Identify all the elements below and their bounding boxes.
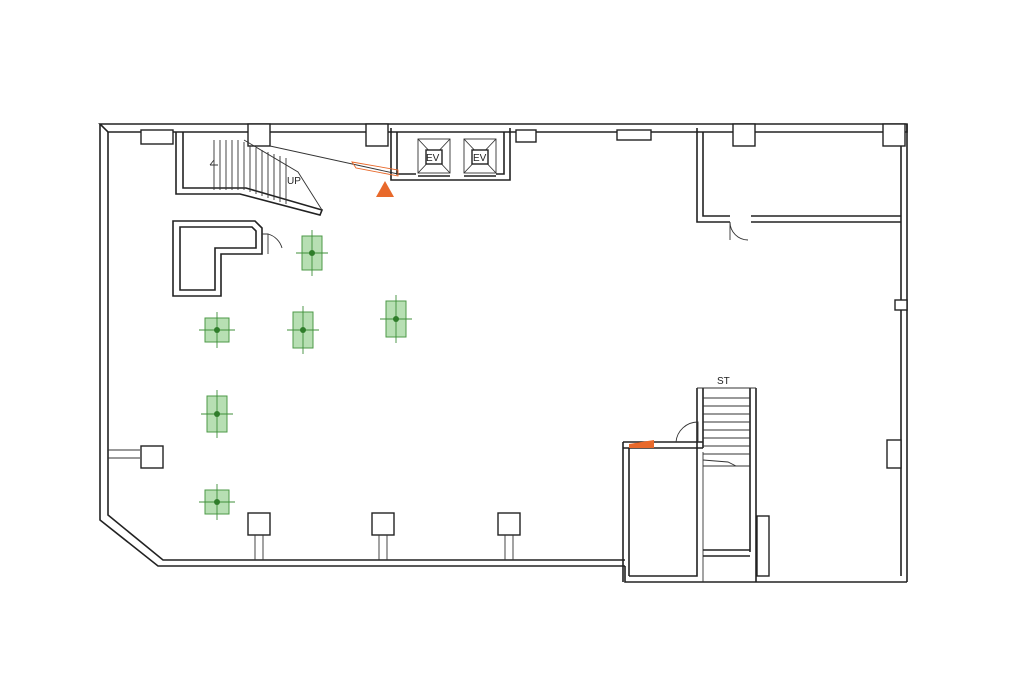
fixture-1: [296, 230, 328, 276]
stair-up-label: UP: [287, 176, 301, 187]
elevator-label-1: EV: [426, 153, 440, 164]
columns: [140, 123, 908, 577]
stair-up: UP: [175, 132, 399, 216]
fixture-3: [287, 306, 319, 354]
fixture-5: [201, 390, 233, 438]
upper-right-room: [616, 123, 906, 241]
outer-walls: [98, 123, 908, 583]
reception-counter: [172, 220, 283, 297]
orange-triangle-icon: [376, 181, 394, 197]
fixture-6: [199, 484, 235, 520]
fixture-2: [380, 295, 412, 343]
stair-st-label: ST: [717, 376, 730, 387]
elevator-core: EV EV: [351, 128, 511, 181]
fixture-4: [199, 312, 235, 348]
elevator-label-2: EV: [473, 153, 487, 164]
door-marker-icon: [629, 440, 654, 448]
small-room: [622, 421, 703, 582]
stair-st: ST: [696, 376, 757, 582]
